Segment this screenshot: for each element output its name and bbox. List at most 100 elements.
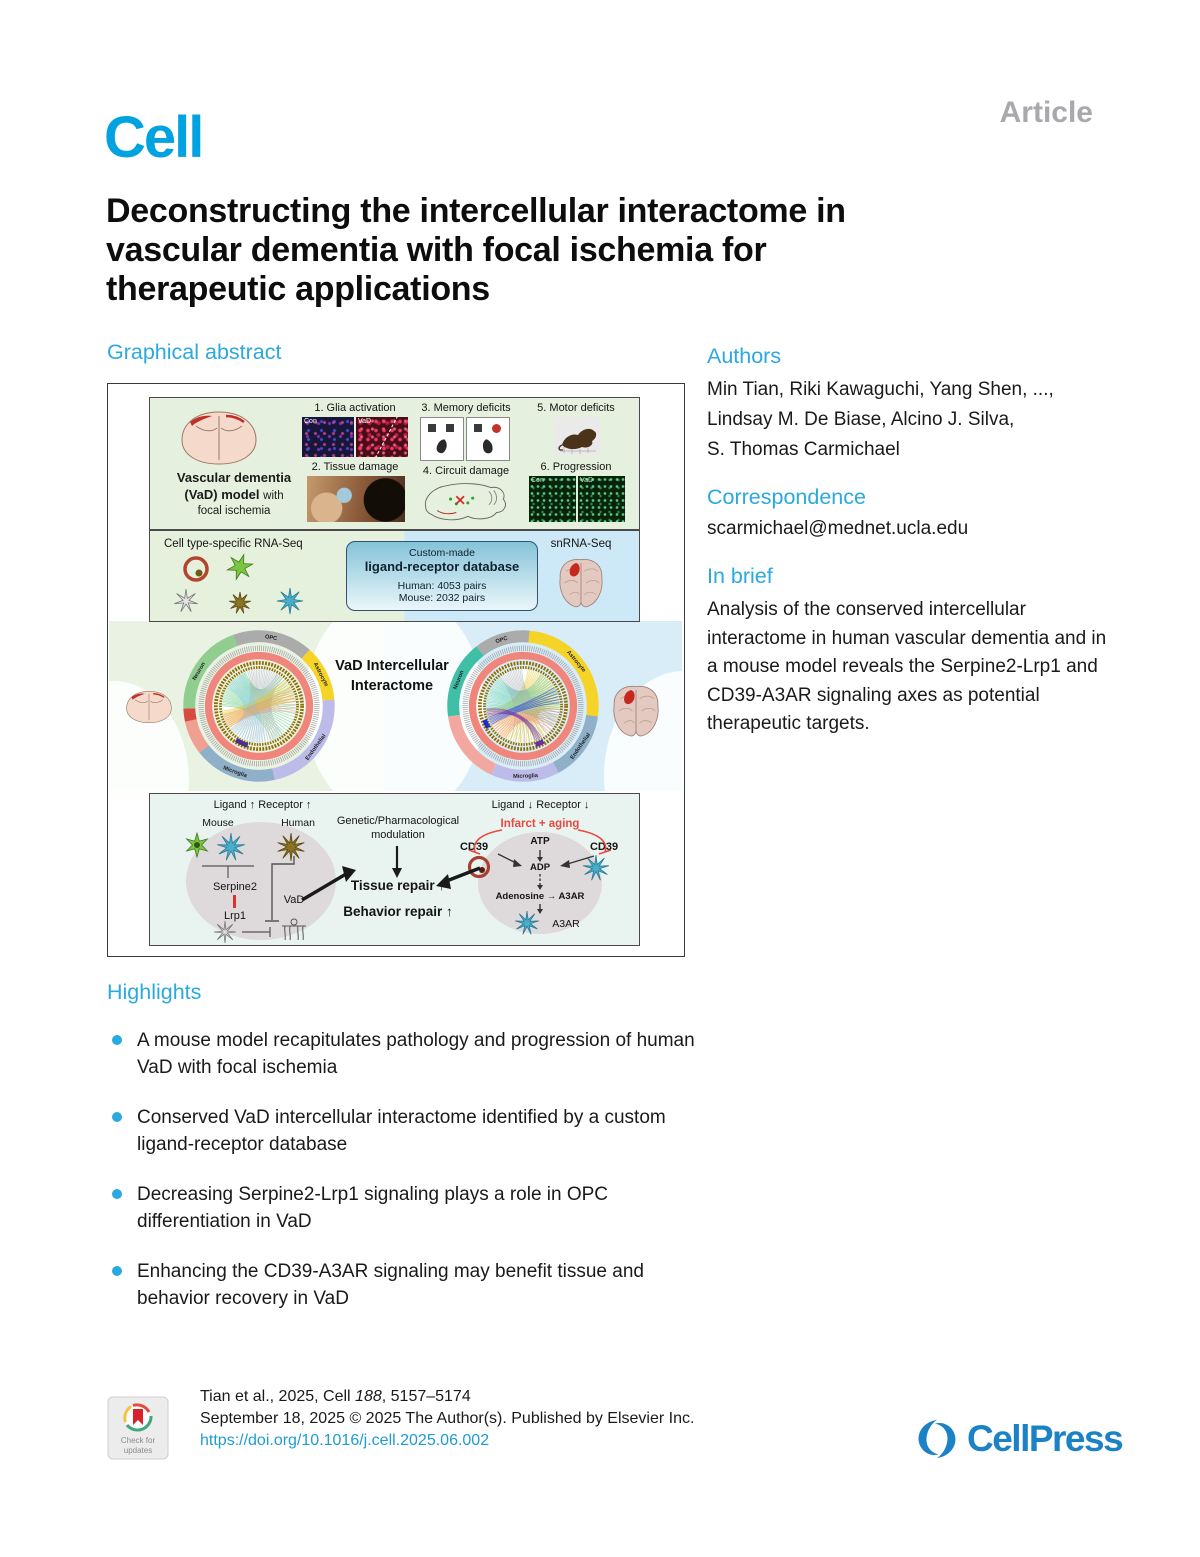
correspondence-heading: Correspondence: [707, 485, 866, 509]
object-square: [474, 424, 482, 432]
cd39-right-label: CD39: [589, 841, 619, 853]
ligand-down-heading: Ligand ↓ Receptor ↓: [491, 799, 590, 811]
correspondence-email[interactable]: scarmichael@mednet.ucla.edu: [707, 518, 969, 539]
a3ar-label: A3AR: [552, 918, 580, 930]
highlight-item: A mouse model recapitulates pathology an…: [107, 1027, 712, 1081]
human-brain-coronal-icon: [613, 685, 659, 737]
modulation-line1: Genetic/Pharmacological: [336, 815, 460, 827]
citation-line: Tian et al., 2025, Cell 188, 5157–5174: [200, 1386, 694, 1408]
correspondence-section: Correspondence scarmichael@mednet.ucla.e…: [707, 485, 1107, 544]
svg-text:OPC: OPC: [264, 634, 277, 642]
infarct-aging-label: Infarct + aging: [500, 818, 580, 830]
vad-model-label-line3: focal ischemia: [197, 504, 271, 517]
interactome-title-line1: VaD Intercellular: [335, 658, 449, 674]
mouse-neuron-icon: [217, 832, 245, 861]
vad-label: VaD: [283, 894, 305, 906]
vad-model-brain-icon: [181, 411, 257, 465]
ligand-receptor-database-box: Custom-made ligand-receptor database Hum…: [346, 541, 538, 611]
interactome-title-line2: Interactome: [350, 677, 434, 694]
citation-block: Tian et al., 2025, Cell 188, 5157–5174 S…: [200, 1386, 694, 1452]
authors-section: Authors Min Tian, Riki Kawaguchi, Yang S…: [707, 344, 1107, 465]
cell-journal-logo: Cell: [104, 105, 204, 170]
opc-icon: [174, 588, 198, 613]
mouse-astrocyte-icon: [185, 832, 209, 858]
neuron-cd39-icon: [583, 854, 609, 881]
vad-sublabel: VaD: [580, 477, 594, 484]
title-line-3: therapeutic applications: [106, 270, 490, 308]
pericyte-cd39-icon: [467, 855, 491, 879]
doi-link[interactable]: https://doi.org/10.1016/j.cell.2025.06.0…: [200, 1432, 490, 1449]
cellpress-logo: CellPress: [915, 1418, 1124, 1460]
lesion-boundary-dash: [374, 417, 399, 457]
glia-con-image: Con: [302, 417, 354, 457]
serpine2-lrp1-inhibition-bar: [233, 895, 236, 908]
svg-text:Microglia: Microglia: [513, 773, 539, 780]
neuron-icon: [276, 587, 304, 615]
novel-object-dot: [492, 424, 501, 433]
tissue-damage-label: 2. Tissue damage: [311, 461, 399, 473]
oligodendrocyte-icon: [282, 918, 306, 941]
modulation-line2: modulation: [371, 829, 425, 842]
behavior-repair-label: Behavior repair ↑: [343, 904, 453, 919]
snrnaseq-brain-image: [559, 559, 603, 608]
db-custom-made: Custom-made: [409, 547, 475, 559]
rodent-on-grid-icon: [558, 428, 597, 454]
progression-con-image: Con: [529, 476, 576, 522]
sagittal-brain-circuit-icon: [424, 483, 506, 521]
human-label: Human: [281, 817, 315, 829]
citation-volume: 188: [355, 1388, 382, 1405]
db-title: ligand-receptor database: [364, 559, 520, 574]
check-for-updates-badge[interactable]: Check for updates: [107, 1396, 169, 1460]
mouse-brain-coronal-icon: [126, 690, 172, 724]
badge-text-line2: updates: [124, 1446, 152, 1455]
serpine2-label: Serpine2: [212, 881, 258, 893]
paper-title: Deconstructing the intercellular interac…: [106, 192, 1066, 309]
memory-test-box-1: [420, 417, 464, 461]
modulation-label: Genetic/Pharmacological modulation: [322, 814, 474, 843]
authors-line-1: Min Tian, Riki Kawaguchi, Yang Shen, ...…: [707, 379, 1054, 400]
object-square: [446, 424, 454, 432]
microglia-icon: [229, 591, 251, 614]
pericyte-icon: [183, 556, 209, 582]
con-sublabel: Con: [304, 418, 317, 425]
glia-activation-label: 1. Glia activation: [314, 402, 396, 414]
title-line-1: Deconstructing the intercellular interac…: [106, 192, 846, 230]
opc-icon: [213, 920, 237, 944]
svg-text:OPC: OPC: [495, 636, 509, 646]
authors-heading: Authors: [707, 344, 782, 368]
cell-type-icons: [174, 553, 304, 615]
motor-deficits-label: 5. Motor deficits: [537, 402, 615, 414]
progression-vad-image: VaD: [578, 476, 625, 522]
lrp1-label: Lrp1: [223, 910, 247, 922]
motor-deficits-image: [554, 417, 600, 455]
vad-model-with: with: [263, 489, 284, 502]
mechanism-panel: Ligand ↑ Receptor ↑ Mouse Human Serpine2…: [149, 793, 640, 946]
mouse-label: Mouse: [202, 817, 234, 829]
atp-label: ATP: [530, 836, 550, 847]
memory-deficits-label: 3. Memory deficits: [421, 402, 511, 414]
progression-label: 6. Progression: [540, 461, 612, 473]
vad-sublabel: VaD: [358, 418, 372, 425]
rnaseq-database-panel: Cell type-specific RNA-Seq Custom-made l…: [149, 530, 640, 622]
vad-model-label-line2: (VaD) model with: [154, 487, 314, 504]
graphical-abstract-heading: Graphical abstract: [107, 340, 282, 364]
tissue-repair-label: Tissue repair ↑: [350, 878, 446, 893]
cellpress-mark-icon: [918, 1419, 956, 1459]
highlight-item: Conserved VaD intercellular interactome …: [107, 1104, 712, 1158]
vad-model-label: Vascular dementia (VaD) model with focal…: [154, 470, 314, 519]
in-brief-heading: In brief: [707, 564, 773, 588]
article-type-label: Article: [999, 96, 1093, 129]
highlight-item: Enhancing the CD39-A3AR signaling may be…: [107, 1258, 712, 1312]
cellpress-wordmark: CellPress: [967, 1418, 1124, 1459]
rnaseq-label: Cell type-specific RNA-Seq: [164, 538, 303, 550]
vad-model-label-line1: Vascular dementia: [176, 470, 292, 485]
authors-list: Min Tian, Riki Kawaguchi, Yang Shen, ...…: [707, 375, 1107, 465]
cd39-left-label: CD39: [459, 841, 489, 853]
in-brief-text: Analysis of the conserved intercellular …: [707, 599, 1107, 734]
pericyte-nucleus: [195, 569, 203, 577]
in-brief-section: In brief Analysis of the conserved inter…: [707, 564, 1107, 739]
citation-pages: , 5157–5174: [381, 1388, 471, 1405]
